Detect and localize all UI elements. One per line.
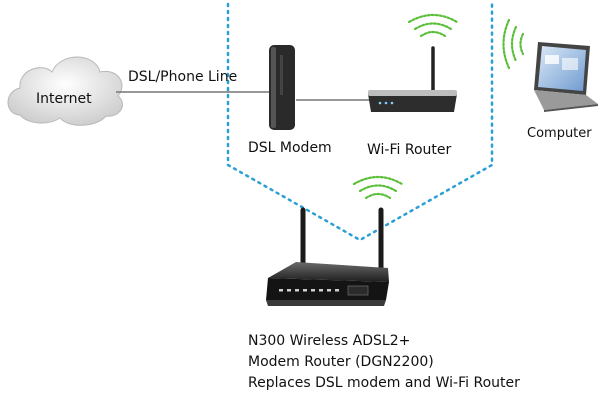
caption-line-2: Modem Router (DGN2200) — [248, 354, 434, 370]
combo-router-caption: N300 Wireless ADSL2+ Modem Router (DGN22… — [248, 331, 520, 394]
wifi-router-icon — [368, 46, 457, 112]
dotted-boundary — [226, 2, 494, 242]
internet-label: Internet — [36, 91, 92, 107]
combo-wifi-signal-icon — [352, 175, 404, 200]
caption-line-1: N300 Wireless ADSL2+ — [248, 333, 411, 349]
wifi-router-label: Wi-Fi Router — [367, 142, 452, 158]
wifi-signal-icon — [407, 13, 459, 38]
caption-line-3: Replaces DSL modem and Wi-Fi Router — [248, 375, 520, 391]
dsl-modem-label: DSL Modem — [248, 140, 332, 156]
dsl-modem-icon — [269, 45, 295, 130]
computer-label: Computer — [527, 126, 592, 141]
internet-cloud-icon — [7, 56, 123, 126]
dsl-line-label: DSL/Phone Line — [128, 69, 238, 85]
computer-laptop-icon — [534, 42, 598, 112]
combo-modem-router-icon — [266, 207, 389, 306]
laptop-wifi-signal-icon — [502, 18, 525, 70]
